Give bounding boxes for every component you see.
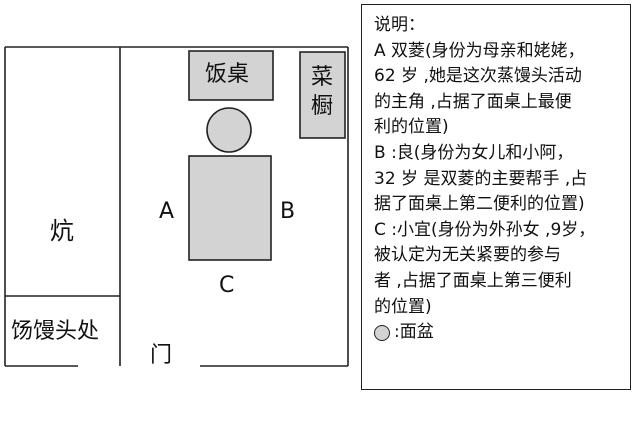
- legend-line: 利的位置): [374, 117, 449, 138]
- legend-line: B :良(身份为女儿和小阿，: [374, 142, 574, 163]
- steam-area-label: 饧馒头处: [11, 319, 100, 344]
- basin-circle-icon: [374, 324, 390, 341]
- legend-line: 被认定为无关紧要的参与: [374, 245, 561, 266]
- legend-basin-row: :面盆: [374, 320, 624, 346]
- position-c-label: C: [219, 273, 235, 298]
- position-a-label: A: [159, 199, 175, 224]
- door-label: 门: [150, 343, 173, 368]
- legend-line: 说明：: [374, 15, 425, 35]
- legend-line: 62 岁 ,她是这次蒸馒头活动: [374, 66, 582, 87]
- legend-line: 的位置): [374, 296, 432, 317]
- legend-line: C :小宜(身份为外孙女 ,9岁，: [374, 219, 596, 240]
- table-label: 饭桌: [205, 62, 250, 87]
- kang-label: 炕: [50, 217, 74, 245]
- legend-line: 据了面桌上第二便利的位置): [374, 194, 585, 215]
- dough-table: [188, 155, 272, 261]
- dough-basin: [206, 107, 252, 153]
- legend-basin-label: :面盆: [394, 322, 434, 343]
- cupboard-label-2: 橱: [311, 94, 334, 119]
- legend-line: 的主角 ,占据了面桌上最便: [374, 91, 572, 112]
- dining-table: [188, 50, 274, 101]
- legend-line: 者 ,占据了面桌上第三便利: [374, 270, 572, 291]
- position-b-label: B: [280, 199, 296, 224]
- legend-box: 说明： A 双菱(身份为母亲和姥姥， 62 岁 ,她是这次蒸馒头活动 的主角 ,…: [361, 4, 631, 390]
- cupboard-label-1: 菜: [311, 65, 334, 90]
- cupboard: [299, 51, 346, 139]
- legend-line: A 双菱(身份为母亲和姥姥，: [374, 40, 585, 61]
- legend-line: 32 岁 是双菱的主要帮手 ,占: [374, 168, 588, 189]
